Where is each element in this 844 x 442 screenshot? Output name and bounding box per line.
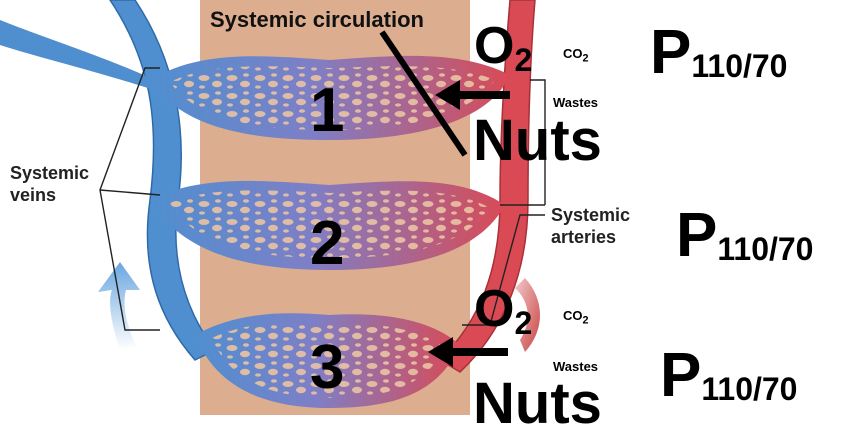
wastes-label-2: Wastes bbox=[553, 359, 599, 374]
pressure-label-1: P110/70 bbox=[650, 18, 788, 87]
systemic-veins-label: Systemic veins bbox=[10, 163, 90, 205]
pressure-label-3: P110/70 bbox=[660, 341, 798, 410]
uptake-arrow-2 bbox=[428, 337, 508, 367]
wastes-label-1: Wastes bbox=[553, 95, 599, 110]
main-artery bbox=[438, 0, 536, 373]
nutrients-label-2: Nuts bbox=[473, 371, 602, 436]
bed-number-1: 1 bbox=[310, 76, 345, 145]
oxygen-label-2: O2 bbox=[474, 280, 533, 341]
bed-number-2: 2 bbox=[310, 209, 345, 278]
nutrients-label-1: Nuts bbox=[473, 108, 602, 173]
uptake-arrow-1 bbox=[435, 80, 510, 110]
strike-line bbox=[379, 30, 468, 157]
systemic-arteries-label: Systemic arteries bbox=[551, 205, 631, 247]
oxygen-label-1: O2 bbox=[474, 17, 533, 78]
carbon-dioxide-label-1: CO2 bbox=[563, 46, 589, 65]
capillary-bed-3 bbox=[195, 313, 460, 408]
main-vein bbox=[109, 0, 217, 361]
leader-lines bbox=[99, 67, 546, 331]
carbon-dioxide-label-2: CO2 bbox=[563, 308, 589, 327]
venous-flow-arrow bbox=[98, 262, 140, 350]
pressure-label-2: P110/70 bbox=[676, 201, 814, 270]
bed-number-3: 3 bbox=[310, 333, 345, 402]
capillary-bed-2 bbox=[150, 180, 505, 270]
diagram-title: Systemic circulation bbox=[210, 7, 424, 32]
arterial-flow-arrow bbox=[515, 278, 540, 352]
